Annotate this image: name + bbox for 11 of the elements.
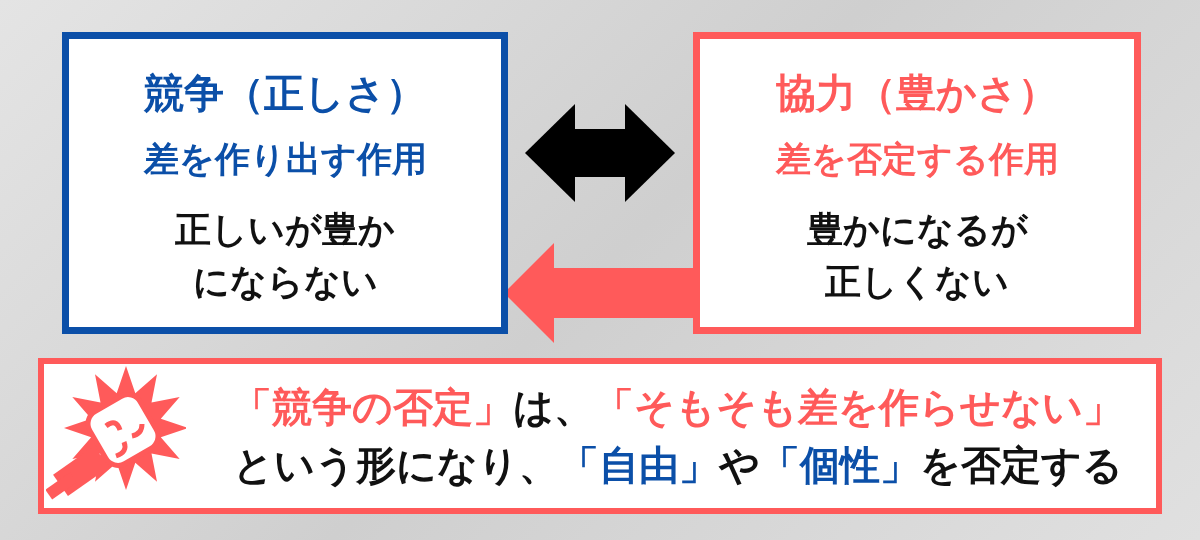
message-text: 「競争の否定」は、「そもそも差を作らせない」という形になり、「自由」や「個性」を否定する xyxy=(231,383,1124,490)
panel-box xyxy=(62,32,508,334)
subheading: 差を作り出す作用 xyxy=(142,138,428,181)
subheading: 差を否定する作用 xyxy=(774,138,1060,181)
heading: 競争（正しさ） xyxy=(143,69,427,118)
message-box xyxy=(38,358,1162,514)
body-text: 正しいが豊かにならない xyxy=(174,208,396,304)
panel-box xyxy=(693,32,1141,334)
body-text: 豊かになるが正しくない xyxy=(805,208,1029,304)
heading: 協力（豊かさ） xyxy=(775,69,1059,118)
arrow xyxy=(525,104,675,202)
